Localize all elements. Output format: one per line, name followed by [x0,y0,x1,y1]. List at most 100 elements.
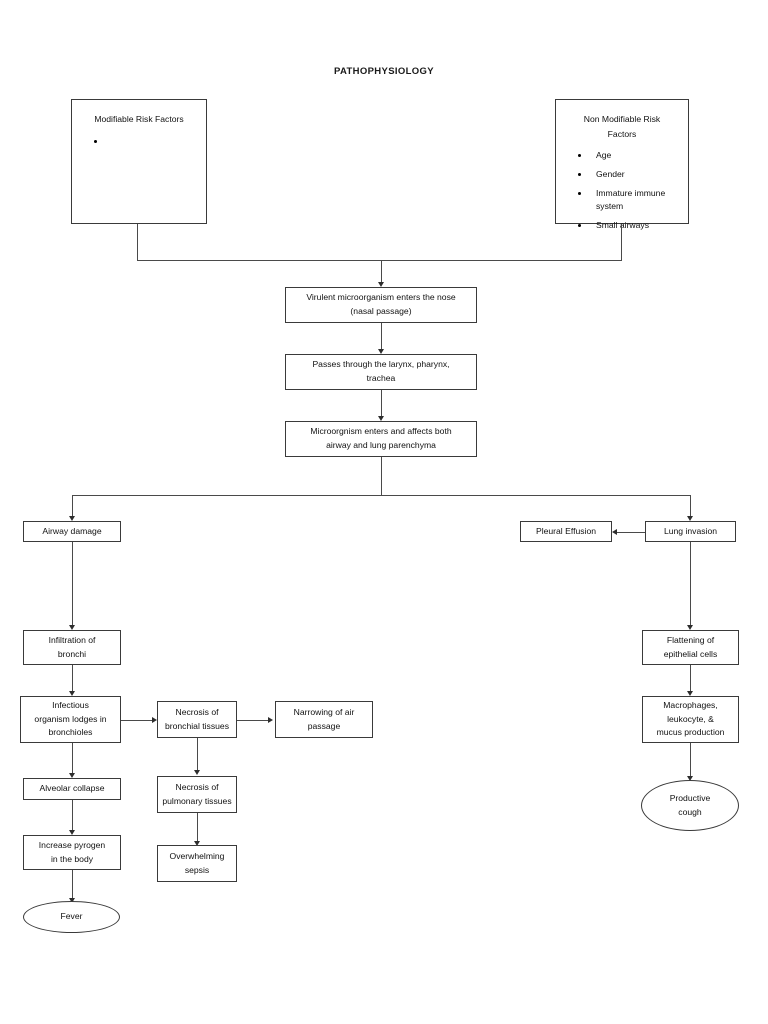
node-necrosis-bronchial-line2: bronchial tissues [164,720,229,731]
arrow-into-necrosis-bronchial [152,716,157,723]
node-infiltration-of-bronchi: Infiltration of bronchi [23,630,121,665]
node-infiltration-line1: Infiltration of [48,634,96,645]
terminator-cough-line2: cough [678,806,702,817]
node-infiltration-line2: bronchi [57,648,87,659]
connector-infectious-to-necrosis-bronchial [121,719,154,721]
connector-passes-to-affects [381,390,382,418]
list-item: Age [578,149,688,162]
connector-necrosis-to-narrowing [237,719,270,721]
node-macrophages-line2: leukocyte, & [667,713,714,724]
node-necrosis-pulmonary-tissues: Necrosis of pulmonary tissues [157,776,237,813]
connector-merge-horizontal [137,260,622,261]
arrow-into-pyrogen [68,830,75,835]
node-pyrogen-line1: Increase pyrogen [38,839,106,850]
arrow-into-flattening [686,625,693,630]
node-flattening-line2: epithelial cells [663,648,718,659]
panel-modifiable-list [72,135,206,144]
arrow-into-sepsis [193,841,200,846]
node-infectious-line2: organism lodges in [34,713,107,724]
terminator-cough-line1: Productive [669,793,711,804]
panel-non-modifiable-heading-line2: Factors [607,128,637,139]
list-item: Gender [578,168,688,181]
connector-infectious-to-alveolar [72,743,73,775]
arrow-into-virulent [377,282,384,287]
connector-virulent-to-passes [381,323,382,351]
arrow-into-passes [377,349,384,354]
list-item [94,135,206,144]
node-necrosis-bronchial-line1: Necrosis of [175,706,219,717]
connector-merge-trunk [381,260,382,284]
panel-non-modifiable-heading: Non Modifiable Risk Factors [556,100,688,141]
connector-macrophages-to-cough [690,743,691,778]
node-narrowing-of-air-passage: Narrowing of air passage [275,701,373,738]
node-virulent-line2: (nasal passage) [350,306,412,316]
node-airway-damage-label: Airway damage [42,525,102,536]
connector-pulmonary-to-sepsis [197,813,198,843]
panel-non-modifiable-list: Age Gender Immature immune system Small … [556,149,688,232]
node-airway-damage: Airway damage [23,521,121,542]
connector-affects-down [381,457,382,495]
node-lung-invasion: Lung invasion [645,521,736,542]
node-alveolar-collapse-label: Alveolar collapse [39,783,105,794]
panel-modifiable-heading: Modifiable Risk Factors [94,114,184,124]
node-microorganism-affects: Microorgnism enters and affects both air… [285,421,477,457]
panel-modifiable-risk-factors: Modifiable Risk Factors [71,99,207,224]
node-infectious-organism-lodges: Infectious organism lodges in bronchiole… [20,696,121,743]
connector-branch-right-drop [690,495,691,518]
node-increase-pyrogen: Increase pyrogen in the body [23,835,121,870]
arrow-into-airway-damage [68,516,75,521]
node-alveolar-collapse: Alveolar collapse [23,778,121,800]
node-narrowing-line1: Narrowing of air [293,706,355,717]
connector-modifiable-down [137,224,138,260]
terminator-fever-label: Fever [60,911,83,922]
node-passes-line2: trachea [366,373,396,383]
node-passes-line1: Passes through the larynx, pharynx, [312,359,450,370]
node-narrowing-line2: passage [307,720,341,731]
arrow-into-infectious [68,691,75,696]
connector-lung-to-flattening [690,542,691,627]
node-affects-line1: Microorgnism enters and affects both [310,426,452,437]
node-flattening-epithelial-cells: Flattening of epithelial cells [642,630,739,665]
node-flattening-line1: Flattening of [666,634,715,645]
connector-branch-horizontal [72,495,690,496]
connector-pyrogen-to-fever [72,870,73,900]
connector-branch-left-drop [72,495,73,518]
connector-flattening-to-macrophages [690,665,691,693]
connector-alveolar-to-pyrogen [72,800,73,832]
connector-airway-to-infiltration [72,542,73,627]
node-virulent-microorganism: Virulent microorganism enters the nose (… [285,287,477,323]
node-sepsis-line1: Overwhelming [169,850,225,861]
node-affects-line2: airway and lung parenchyma [326,440,436,450]
node-macrophages-leukocyte-mucus: Macrophages, leukocyte, & mucus producti… [642,696,739,743]
connector-necrosis-bronchial-to-pulmonary [197,738,198,772]
arrow-into-necrosis-pulmonary [193,770,200,775]
node-pleural-effusion: Pleural Effusion [520,521,612,542]
connector-non-modifiable-down [621,224,622,260]
connector-infiltration-to-infectious [72,665,73,693]
connector-lung-to-pleural [617,531,645,533]
node-overwhelming-sepsis: Overwhelming sepsis [157,845,237,882]
node-pleural-effusion-label: Pleural Effusion [535,525,597,536]
panel-non-modifiable-heading-line1: Non Modifiable Risk [583,114,661,124]
node-necrosis-bronchial-tissues: Necrosis of bronchial tissues [157,701,237,738]
arrow-into-macrophages [686,691,693,696]
list-item: Immature immune system [578,187,688,214]
terminator-fever: Fever [23,901,120,933]
node-macrophages-line1: Macrophages, [663,700,718,711]
node-sepsis-line2: sepsis [184,864,210,875]
arrow-into-alveolar [68,773,75,778]
arrow-into-lung-invasion [686,516,693,521]
node-lung-invasion-label: Lung invasion [663,525,718,536]
arrow-into-narrowing [268,716,273,723]
terminator-productive-cough: Productive cough [641,780,739,831]
node-macrophages-line3: mucus production [656,727,725,738]
arrow-into-pleural-effusion [612,528,617,535]
arrow-into-affects [377,416,384,421]
node-necrosis-pulmonary-line1: Necrosis of [175,781,219,792]
node-pyrogen-line2: in the body [50,853,94,864]
node-virulent-line1: Virulent microorganism enters the nose [306,292,456,303]
list-item: Small airways [578,219,688,232]
panel-non-modifiable-risk-factors: Non Modifiable Risk Factors Age Gender I… [555,99,689,230]
node-infectious-line3: bronchioles [48,727,93,738]
